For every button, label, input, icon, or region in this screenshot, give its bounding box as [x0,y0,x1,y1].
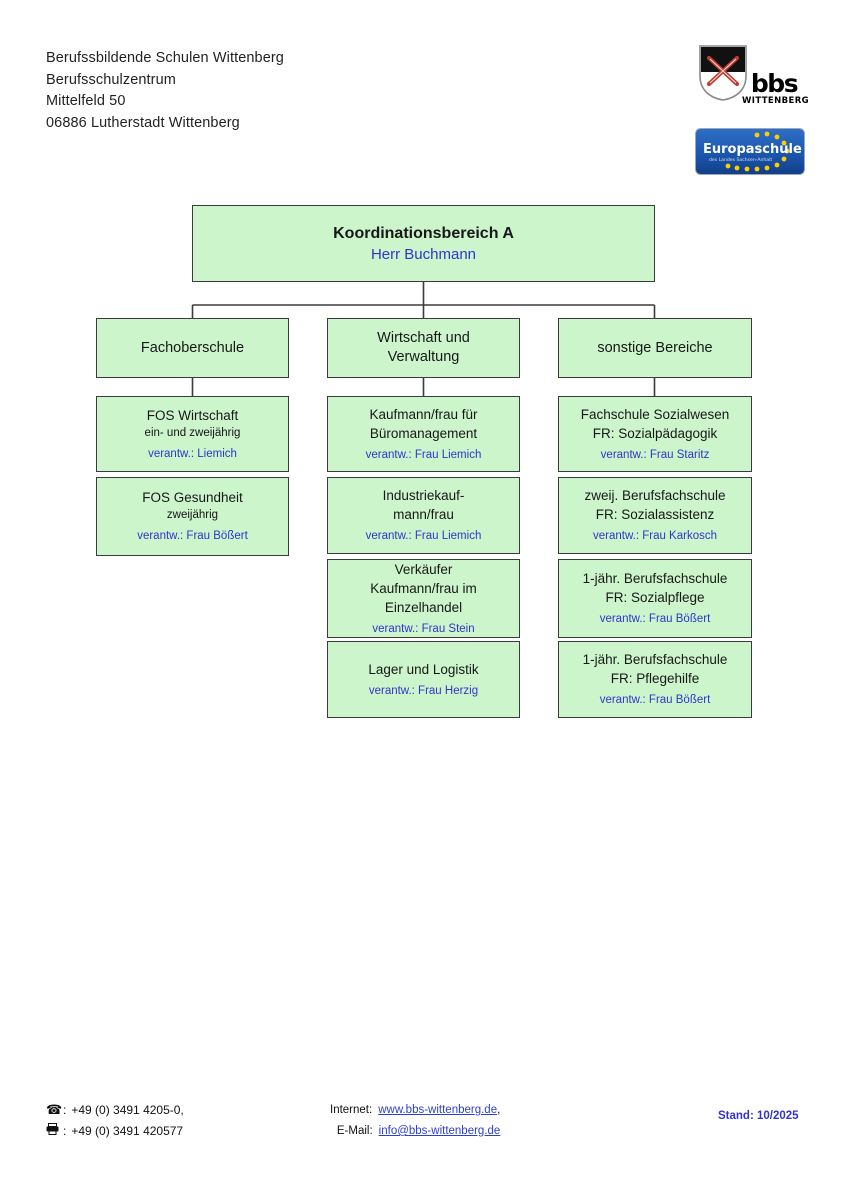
coat-of-arms-icon [699,45,747,101]
org-node-title-line2: Kaufmann/frau im [370,580,477,596]
org-node-root-responsible: Herr Buchmann [370,246,477,263]
footer-fax-row: : +49 (0) 3491 420577 [46,1121,184,1142]
org-column-heading-label-line2: Verwaltung [387,349,460,365]
footer-email-link[interactable]: info@bbs-wittenberg.de [378,1125,501,1137]
org-node-root[interactable]: Koordinationsbereich A Herr Buchmann [192,205,655,282]
org-node-title-line2: Büromanagement [369,425,478,441]
org-node-title-line1: zweij. Berufsfachschule [584,488,726,503]
footer-website-link[interactable]: www.bbs-wittenberg.de [378,1104,498,1116]
org-column-heading-label: sonstige Bereiche [597,339,713,356]
org-node-industriekaufmann[interactable]: Industriekauf- mann/frau verantw.: Frau … [327,477,520,554]
org-node-subtitle: ein- und zweijährig [144,426,241,439]
footer-internet-label: Internet: [330,1104,373,1116]
europaschule-subtitle: des Landes Sachsen-Anhalt [709,157,772,163]
org-node-responsible: verantw.: Frau Herzig [368,684,479,697]
letterhead-line-4: 06886 Lutherstadt Wittenberg [46,114,240,131]
org-node-title-line1: Industriekauf- [382,488,465,503]
bbs-wordmark-sub: WITTENBERG [742,96,810,106]
org-node-title: FOS Gesundheit [142,490,243,505]
org-node-bueromanagement[interactable]: Kaufmann/frau für Büromanagement verantw… [327,396,520,472]
org-node-responsible: verantw.: Liemich [148,447,237,460]
org-node-title-line2: FR: Pflegehilfe [610,671,700,686]
org-node-responsible: verantw.: Frau Karkosch [593,530,717,542]
org-node-title-line1: 1-jähr. Berufsfachschule [582,652,728,667]
footer-revision-date: Stand: 10/2025 [718,1110,799,1122]
footer-fax-number: +49 (0) 3491 420577 [71,1124,184,1138]
org-node-fos-wirtschaft[interactable]: FOS Wirtschaft ein- und zweijährig veran… [96,396,289,472]
org-column-heading-fachoberschule[interactable]: Fachoberschule [96,318,289,378]
phone-separator: : [63,1103,67,1117]
footer-phone-number: +49 (0) 3491 4205-0, [71,1103,184,1117]
org-column-heading-label: Fachoberschule [140,339,245,356]
footer-email-row: E-Mail: info@bbs-wittenberg.de [330,1121,500,1142]
letterhead-line-3: Mittelfeld 50 [46,93,126,109]
org-chart: Koordinationsbereich A Herr Buchmann Fac… [96,205,752,718]
org-node-title: Lager und Logistik [368,661,479,677]
org-node-title-line2: FR: Sozialpädagogik [592,425,718,441]
org-node-responsible: verantw.: Frau Liemich [365,448,482,461]
org-node-title-line1: Fachschule Sozialwesen [580,406,730,422]
org-node-root-title: Koordinationsbereich A [333,225,514,242]
page-footer: ☎ : +49 (0) 3491 4205-0, : +49 (0) 3491 … [0,1090,843,1160]
org-node-responsible: verantw.: Frau Bößert [599,613,711,625]
org-node-responsible: verantw.: Frau Bößert [137,530,248,542]
org-chart-connectors [191,282,656,396]
org-node-title-line2: FR: Sozialassistenz [595,507,715,522]
footer-contact-block: ☎ : +49 (0) 3491 4205-0, : +49 (0) 3491 … [46,1100,184,1142]
org-node-title-line2: mann/frau [393,507,454,522]
bbs-wordmark: bbs WITTENBERG [742,69,810,106]
org-node-verkaeufer-einzelhandel[interactable]: Verkäufer Kaufmann/frau im Einzelhandel … [327,559,520,638]
org-node-title-line1: Kaufmann/frau für [369,406,478,422]
org-node-title-line1: 1-jähr. Berufsfachschule [582,571,728,586]
letterhead-line-1: Berufssbildende Schulen Wittenberg [46,50,284,66]
org-node-responsible: verantw.: Frau Staritz [600,448,710,461]
org-node-title-line3: Einzelhandel [384,599,463,615]
europaschule-title: Europaschule [703,142,802,157]
bbs-wordmark-main: bbs [750,69,799,98]
europaschule-badge: Europaschule des Landes Sachsen-Anhalt [695,128,805,175]
org-node-berufsfachschule-sozialassistenz[interactable]: zweij. Berufsfachschule FR: Sozialassist… [558,477,752,554]
org-node-responsible: verantw.: Frau Bößert [599,694,711,706]
phone-icon: ☎ [46,1103,63,1118]
org-node-title-line2: FR: Sozialpflege [605,590,705,605]
letterhead-line-2: Berufsschulzentrum [46,71,176,88]
org-node-lager-logistik[interactable]: Lager und Logistik verantw.: Frau Herzig [327,641,520,718]
org-column-heading-sonstige-bereiche[interactable]: sonstige Bereiche [558,318,752,378]
org-node-responsible: verantw.: Frau Stein [372,622,475,635]
footer-phone-row: ☎ : +49 (0) 3491 4205-0, [46,1100,184,1121]
org-node-title-line1: Verkäufer [394,561,453,577]
org-node-berufsfachschule-pflegehilfe[interactable]: 1-jähr. Berufsfachschule FR: Pflegehilfe… [558,641,752,718]
org-node-berufsfachschule-sozialpflege[interactable]: 1-jähr. Berufsfachschule FR: Sozialpfleg… [558,559,752,638]
fax-icon [46,1121,63,1142]
org-node-fos-gesundheit[interactable]: FOS Gesundheit zweijährig verantw.: Frau… [96,477,289,556]
org-node-subtitle: zweijährig [166,509,219,521]
org-node-title: FOS Wirtschaft [146,407,239,423]
logo-block: bbs WITTENBERG Europaschule des [694,44,810,177]
footer-internet-row: Internet: www.bbs-wittenberg.de , [330,1100,500,1121]
footer-internet-comma: , [497,1104,501,1116]
org-node-fachschule-sozialwesen[interactable]: Fachschule Sozialwesen FR: Sozialpädagog… [558,396,752,472]
fax-separator: : [63,1124,67,1138]
letterhead-address: Berufssbildende Schulen Wittenberg Beruf… [46,48,284,134]
org-column-heading-label-line1: Wirtschaft und [377,330,470,346]
org-node-responsible: verantw.: Frau Liemich [365,530,482,542]
footer-email-label: E-Mail: [336,1125,373,1137]
footer-web-block: Internet: www.bbs-wittenberg.de , E-Mail… [330,1100,500,1142]
org-column-heading-wirtschaft-verwaltung[interactable]: Wirtschaft und Verwaltung [327,318,520,378]
